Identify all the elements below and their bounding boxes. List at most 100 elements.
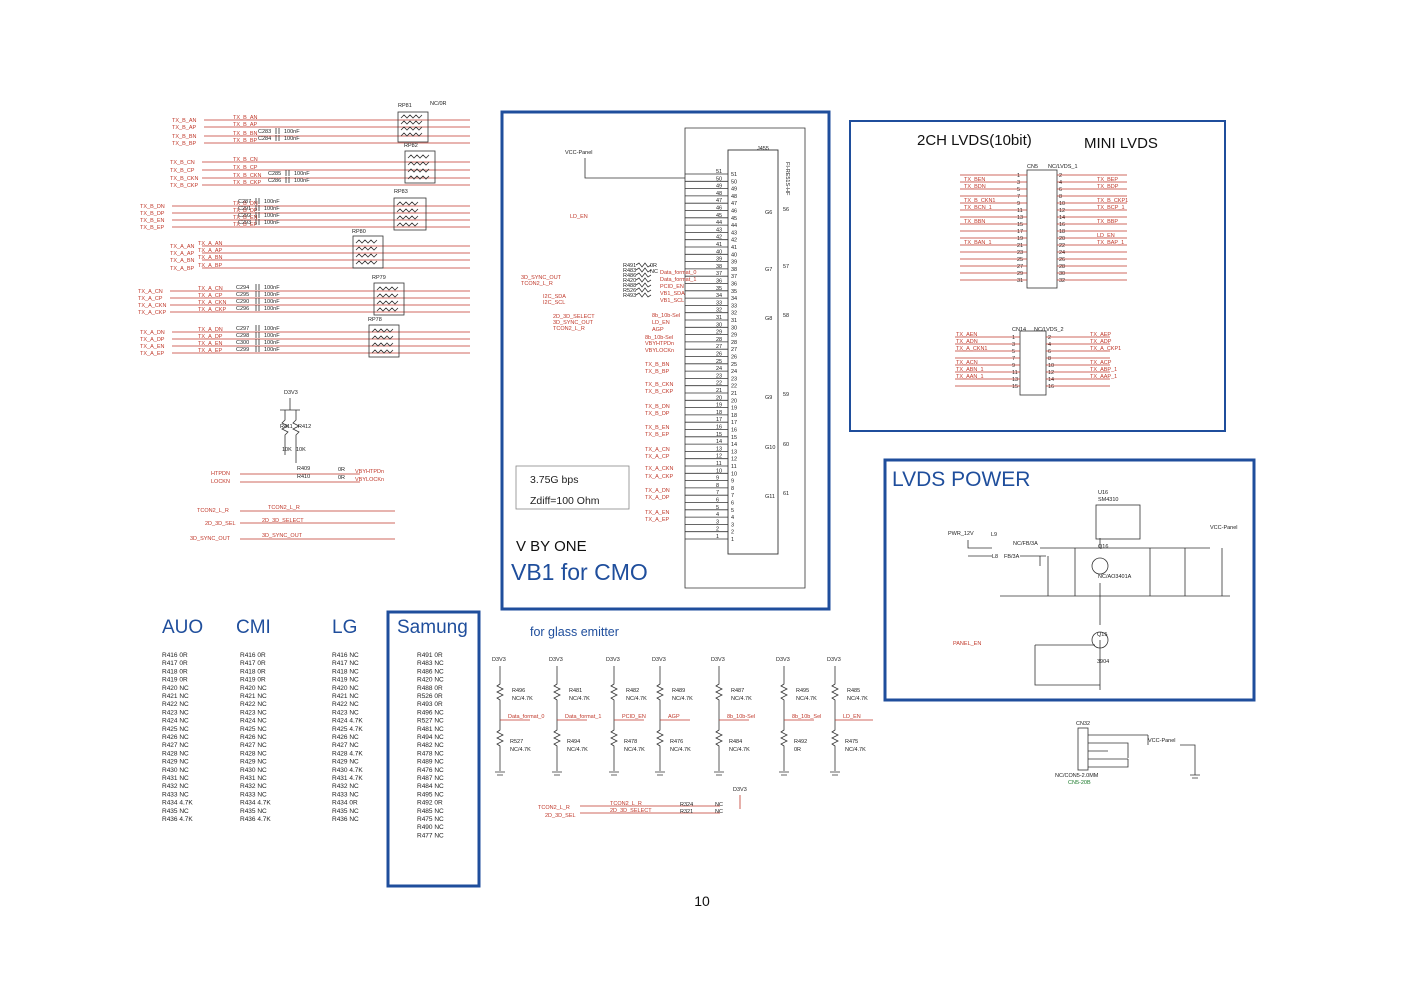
rp80-label: RP80 [352, 229, 366, 235]
left-net-a-mid: TX_A_BN [198, 255, 222, 261]
j455-pin-inner: 36 [731, 282, 737, 288]
glass-res-bottom-value: NC/4.7K [845, 747, 866, 753]
j455-pin-inner: 8 [731, 486, 734, 492]
vb1-ld-en: LD_EN [570, 214, 588, 220]
vendor-row: R416 NC [332, 652, 359, 659]
left-net-b: TX_B_CP [170, 168, 195, 174]
cn14-pin-right: 12 [1048, 370, 1054, 376]
j455-pin-inner: 26 [731, 355, 737, 361]
left-net-b-mid: TX_B_AN [233, 115, 257, 121]
vendor-row: R432 NC [162, 783, 189, 790]
j455-pin-inner: 2 [731, 530, 734, 536]
glass-res-top-value: NC/4.7K [847, 696, 868, 702]
left-net-b: TX_B_BN [172, 134, 196, 140]
vb1-vcc: VCC-Panel [565, 150, 593, 156]
left-net-b: TX_B_DN [140, 204, 165, 210]
vendor-row: R430 4.7K [332, 767, 363, 774]
vendor-heading: CMI [236, 617, 271, 638]
j455-pin-number: 36 [716, 279, 722, 285]
glass-res-top-value: NC/4.7K [796, 696, 817, 702]
j455-pin-inner: 12 [731, 457, 737, 463]
j455-pin-inner: 41 [731, 245, 737, 251]
j455-pin-number: 7 [716, 490, 719, 496]
r409-label: R409 [297, 466, 310, 472]
vb1-ctrl-net-left: TCON2_L_R [521, 281, 553, 287]
cn14-left-net: TX_ABN_1 [956, 367, 984, 373]
glass-tcon2-net-r: TCON2_L_R [610, 801, 642, 807]
left-net-a: TX_A_AN [170, 244, 194, 250]
cn14-pin-left: 1 [1012, 335, 1015, 341]
j455-pin-inner: 45 [731, 216, 737, 222]
j455-side-pin: 56 [783, 207, 789, 213]
cap-a-value: 100nF [264, 299, 280, 305]
vb1-ctrl-net: VB1_SDA [660, 291, 685, 297]
j455-pin-inner: 22 [731, 384, 737, 390]
vb1-ctrl-net: VBYLOCKn [645, 348, 674, 354]
j455-pin-number: 27 [716, 344, 722, 350]
cn5-left-net: TX_BAN_1 [964, 240, 992, 246]
glass-net: 8b_10b-Sel [727, 714, 755, 720]
glass-res-top-value: NC/4.7K [512, 696, 533, 702]
j455-net-label: TX_A_DN [645, 488, 670, 494]
left-net-a-mid: TX_A_CN [198, 286, 223, 292]
cap-b-label: C293 [238, 220, 251, 226]
j455-pin-inner: 16 [731, 428, 737, 434]
cn14-pin-right: 14 [1048, 377, 1054, 383]
glass-res-top: R496 [512, 688, 525, 694]
vb1-ctrl-resistor: R483 [623, 268, 636, 274]
vb1-ctrl-net-left: I2C_SCL [543, 300, 565, 306]
glass-d3v3: D3V3 [549, 657, 563, 663]
j455-pin-number: 29 [716, 330, 722, 336]
vendor-row: R420 NC [240, 685, 267, 692]
cap-a-symbol [255, 325, 260, 331]
cn32-label: CN32 [1076, 721, 1090, 727]
vendor-row: R429 NC [332, 759, 359, 766]
vendor-row: R436 4.7K [240, 816, 271, 823]
vendor-row: R422 NC [162, 701, 189, 708]
j455-pin-inner: 21 [731, 391, 737, 397]
vendor-row: R428 NC [240, 750, 267, 757]
r324-label: R324 [680, 802, 693, 808]
j455-gnd-pin: G11 [765, 494, 775, 500]
glass-res-bottom-value: NC/4.7K [729, 747, 750, 753]
j455-pin-inner: 49 [731, 187, 737, 193]
vendor-row: R423 NC [332, 709, 359, 716]
j455-pin-inner: 51 [731, 172, 737, 178]
j455-pin-inner: 10 [731, 471, 737, 477]
j455-pin-number: 48 [716, 191, 722, 197]
j455-net-label: TX_B_EN [645, 425, 669, 431]
vb1-ctrl-resistor: R526 [623, 288, 636, 294]
sync-net-left: 3D_SYNC_OUT [190, 536, 231, 542]
cn14-body [1019, 330, 1047, 396]
left-net-a-mid: TX_A_EP [198, 348, 222, 354]
cn5-pin-right: 32 [1059, 278, 1065, 284]
r321-value: NC [715, 809, 723, 815]
cn5-right-net: LD_EN [1097, 233, 1115, 239]
vendor-row: R424 NC [162, 718, 189, 725]
j455-pin-number: 44 [716, 220, 722, 226]
cn5-pin-left: 7 [1017, 194, 1020, 200]
vendor-row: R492 0R [417, 800, 443, 807]
left-net-a: TX_A_AP [170, 251, 194, 257]
j455-pin-number: 11 [716, 461, 722, 467]
cn5-left-net: TX_BBN [964, 219, 985, 225]
rp81-label: RP81 [398, 103, 412, 109]
j455-pin-inner: 24 [731, 369, 737, 375]
vendor-row: R435 NC [162, 808, 189, 815]
cn5-right-net: TX_BCP_1 [1097, 205, 1125, 211]
j455-pin-number: 9 [716, 476, 719, 482]
left-net-b: TX_B_CKP [170, 183, 198, 189]
glass-d3v3: D3V3 [606, 657, 620, 663]
j455-pin-number: 21 [716, 388, 722, 394]
vendor-row: R424 NC [240, 718, 267, 725]
glass-emitter-title: for glass emitter [530, 625, 619, 639]
glass-sel-net: 2D_3D_SEL [545, 813, 576, 819]
vendor-row: R433 NC [162, 791, 189, 798]
j455-pin-number: 37 [716, 271, 722, 277]
j455-net-label: TX_B_BP [645, 369, 669, 375]
cap-b-value: 100nF [294, 178, 310, 184]
glass-res-top-value: NC/4.7K [672, 696, 693, 702]
vendor-row: R477 NC [417, 832, 444, 839]
